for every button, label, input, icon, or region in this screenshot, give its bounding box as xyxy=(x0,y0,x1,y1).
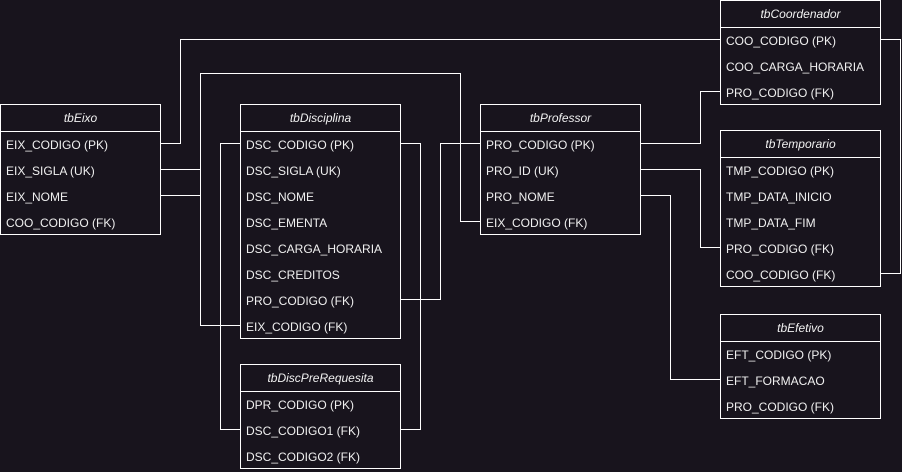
connector-professor-temporario xyxy=(640,169,721,248)
table-field: EFT_FORMACAO xyxy=(726,374,825,388)
table-title: tbEixo xyxy=(1,105,160,132)
table-tbDiscPreRequesita[interactable]: tbDiscPreRequesita DPR_CODIGO (PK) DSC_CO… xyxy=(240,364,401,469)
table-field: COO_CARGA_HORARIA xyxy=(726,60,865,74)
table-field: DSC_CODIGO2 (FK) xyxy=(246,450,361,464)
table-tbEfetivo[interactable]: tbEfetivo EFT_CODIGO (PK) EFT_FORMACAO PRO… xyxy=(720,314,881,419)
connector-eixo-coordenador xyxy=(160,39,721,144)
table-title: tbCoordenador xyxy=(721,1,880,28)
table-field: DSC_CODIGO (PK) xyxy=(246,138,355,152)
table-field: PRO_CODIGO (FK) xyxy=(726,86,835,100)
table-field: EIX_NOME xyxy=(6,190,69,204)
table-field: DSC_NOME xyxy=(246,190,315,204)
table-title: tbTemporario xyxy=(721,131,880,158)
table-field: DSC_CARGA_HORARIA xyxy=(246,242,383,256)
connector-professor-coordenador xyxy=(640,91,721,144)
table-tbDisciplina[interactable]: tbDisciplina DSC_CODIGO (PK) DSC_SIGLA (U… xyxy=(240,104,401,339)
table-tbCoordenador[interactable]: tbCoordenador COO_CODIGO (PK) COO_CARGA_H… xyxy=(720,0,881,105)
table-field: COO_CODIGO (FK) xyxy=(726,268,836,282)
table-tbTemporario[interactable]: tbTemporario TMP_CODIGO (PK) TMP_DATA_INI… xyxy=(720,130,881,287)
table-tbEixo[interactable]: tbEixo EIX_CODIGO (PK) EIX_SIGLA (UK) EIX_… xyxy=(0,104,161,235)
connector-professor-efetivo xyxy=(640,195,721,380)
table-field: EIX_CODIGO (PK) xyxy=(6,138,109,152)
connector-eixo-disciplina xyxy=(160,169,241,326)
table-title: tbDisciplina xyxy=(241,105,400,132)
table-field: DSC_CREDITOS xyxy=(246,268,340,282)
table-field: EIX_CODIGO (FK) xyxy=(486,216,588,230)
table-field: TMP_DATA_INICIO xyxy=(726,190,832,204)
table-field: DSC_CODIGO1 (FK) xyxy=(246,424,361,438)
table-field: TMP_CODIGO (PK) xyxy=(726,164,835,178)
table-title: tbEfetivo xyxy=(721,315,880,342)
table-field: PRO_CODIGO (FK) xyxy=(726,242,835,256)
table-field: EFT_CODIGO (PK) xyxy=(726,348,832,362)
connector-disciplina-prereq-left xyxy=(220,143,241,430)
table-field: PRO_CODIGO (FK) xyxy=(726,400,835,414)
table-field: PRO_ID (UK) xyxy=(486,164,559,178)
table-field: COO_CODIGO (PK) xyxy=(726,34,837,48)
table-field: TMP_DATA_FIM xyxy=(726,216,816,230)
table-field: PRO_NOME xyxy=(486,190,555,204)
table-field: DPR_CODIGO (PK) xyxy=(246,398,355,412)
connector-coordenador-temporario xyxy=(880,39,901,274)
table-field: EIX_CODIGO (FK) xyxy=(246,320,348,334)
connector-disciplina-prereq-right xyxy=(400,143,421,430)
table-field: COO_CODIGO (FK) xyxy=(6,216,116,230)
table-title: tbProfessor xyxy=(481,105,640,132)
table-field: DSC_SIGLA (UK) xyxy=(246,164,341,178)
connector-disciplina-professor xyxy=(400,143,481,300)
table-field: PRO_CODIGO (FK) xyxy=(246,294,355,308)
table-title: tbDiscPreRequesita xyxy=(241,365,400,392)
table-field: DSC_EMENTA xyxy=(246,216,328,230)
table-tbProfessor[interactable]: tbProfessor PRO_CODIGO (PK) PRO_ID (UK) PR… xyxy=(480,104,641,235)
table-field: EIX_SIGLA (UK) xyxy=(6,164,95,178)
table-field: PRO_CODIGO (PK) xyxy=(486,138,595,152)
connector-eixo-professor xyxy=(160,73,481,222)
